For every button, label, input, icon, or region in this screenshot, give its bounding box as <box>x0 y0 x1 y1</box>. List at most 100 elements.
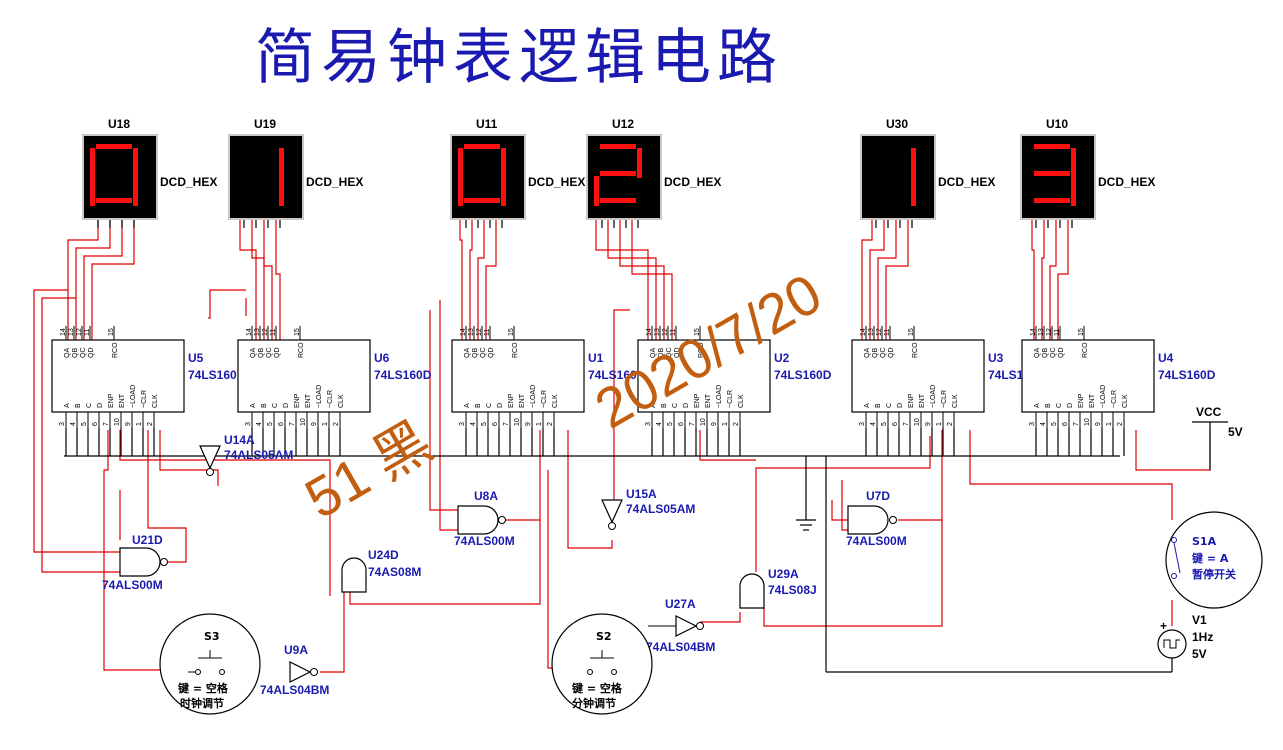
pin-label: ~CLR <box>327 390 334 408</box>
pin-number: 6 <box>892 422 899 426</box>
segment-c <box>133 176 138 206</box>
pin-number: 13 <box>868 328 875 336</box>
svg-text:74ALS05AM: 74ALS05AM <box>224 448 293 462</box>
pin-label: A <box>864 403 871 408</box>
pin-label: RCO <box>1082 342 1089 358</box>
pin-label: D <box>897 403 904 408</box>
pin-label: C <box>86 403 93 408</box>
pin-number: 15 <box>1078 328 1085 336</box>
pin-label: QD <box>488 348 495 359</box>
svg-text:U15A: U15A <box>626 487 657 501</box>
segment-g <box>600 171 636 176</box>
pin-number: 2 <box>547 422 554 426</box>
pin-label: QB <box>658 348 665 358</box>
segment-c <box>501 176 506 206</box>
pin-number: 3 <box>859 422 866 426</box>
pin-label: ENT <box>305 393 312 408</box>
pin-label: A <box>650 403 657 408</box>
pin-number: 1 <box>936 422 943 426</box>
pin-label: ~LOAD <box>716 385 723 408</box>
pin-label: QC <box>666 348 673 359</box>
pin-number: 9 <box>125 422 132 426</box>
pin-label: QA <box>250 348 257 358</box>
svg-text:S3: S3 <box>204 630 220 643</box>
diagram-title: 简易钟表逻辑电路 <box>255 23 783 93</box>
counter-u6: QA14QB13QC12QD11RCO15A3B4C5D6ENP7ENT10~L… <box>237 326 432 428</box>
pin-number: 11 <box>670 329 677 336</box>
pin-label: A <box>464 403 471 408</box>
segment-b <box>501 148 506 178</box>
svg-text:分钟调节: 分钟调节 <box>572 696 616 710</box>
pin-number: 13 <box>254 328 261 336</box>
pin-label: ~LOAD <box>930 385 937 408</box>
svg-text:74LS08J: 74LS08J <box>768 583 817 597</box>
pin-number: 3 <box>1029 422 1036 426</box>
pin-number: 11 <box>270 329 277 336</box>
pin-label: ENT <box>1089 393 1096 408</box>
pin-number: 13 <box>68 328 75 336</box>
pin-label: ENT <box>919 393 926 408</box>
pin-number: 5 <box>881 422 888 426</box>
pin-number: 15 <box>908 328 915 336</box>
pin-number: 11 <box>484 329 491 336</box>
switch-s3[interactable]: S3 键 = 空格 时钟调节 <box>159 613 261 715</box>
svg-text:暂停开关: 暂停开关 <box>1192 567 1236 581</box>
counter-u2: QA14QB13QC12QD11RCO15A3B4C5D6ENP7ENT10~L… <box>637 326 832 428</box>
segment-b <box>279 148 284 178</box>
svg-text:74ALS05AM: 74ALS05AM <box>626 502 695 516</box>
pin-label: CLK <box>738 394 745 408</box>
segment-g <box>1034 171 1070 176</box>
switch-s1a[interactable]: S1A 键 = A 暂停开关 <box>1165 511 1263 609</box>
pin-label: QD <box>274 348 281 359</box>
gate-u8a: U8A 74ALS00M <box>454 489 515 548</box>
pin-label: QB <box>258 348 265 358</box>
pin-label: B <box>75 403 82 408</box>
pin-number: 14 <box>1030 328 1037 336</box>
segment-a <box>1034 144 1070 149</box>
display-ref: U11 <box>476 117 498 131</box>
pin-number: 6 <box>492 422 499 426</box>
svg-text:U14A: U14A <box>224 433 255 447</box>
segment-d <box>1034 198 1070 203</box>
pin-number: 5 <box>81 422 88 426</box>
pin-number: 5 <box>481 422 488 426</box>
pin-label: ~CLR <box>1111 390 1118 408</box>
pin-label: QD <box>1058 348 1065 359</box>
pin-number: 2 <box>733 422 740 426</box>
pin-number: 12 <box>262 328 269 336</box>
pin-label: C <box>1056 403 1063 408</box>
pin-number: 1 <box>722 422 729 426</box>
pin-number: 7 <box>289 422 296 426</box>
pin-label: ENT <box>119 393 126 408</box>
display-ref: U19 <box>254 117 276 131</box>
display-type: DCD_HEX <box>160 175 217 189</box>
pin-label: ~CLR <box>141 390 148 408</box>
pin-number: 3 <box>645 422 652 426</box>
segment-b <box>1071 148 1076 178</box>
pin-label: QC <box>480 348 487 359</box>
pin-number: 7 <box>689 422 696 426</box>
pin-number: 12 <box>76 328 83 336</box>
pin-number: 11 <box>1054 329 1061 336</box>
pin-number: 15 <box>294 328 301 336</box>
pin-label: D <box>97 403 104 408</box>
pin-label: QA <box>864 348 871 358</box>
pin-number: 10 <box>514 418 521 426</box>
gate-u7d: U7D 74ALS00M <box>846 489 907 548</box>
pin-label: QB <box>472 348 479 358</box>
counter-u1: QA14QB13QC12QD11RCO15A3B4C5D6ENP7ENT10~L… <box>451 326 646 428</box>
pin-number: 3 <box>459 422 466 426</box>
counter-part: 74LS160D <box>588 368 646 382</box>
counter-ref: U6 <box>374 351 390 365</box>
pin-label: D <box>683 403 690 408</box>
pin-number: 1 <box>136 422 143 426</box>
display-type: DCD_HEX <box>306 175 363 189</box>
display-type: DCD_HEX <box>528 175 585 189</box>
pin-label: C <box>272 403 279 408</box>
counter-ref: U2 <box>774 351 790 365</box>
pin-label: ENT <box>705 393 712 408</box>
switch-s2[interactable]: S2 键 = 空格 分钟调节 <box>551 613 653 715</box>
